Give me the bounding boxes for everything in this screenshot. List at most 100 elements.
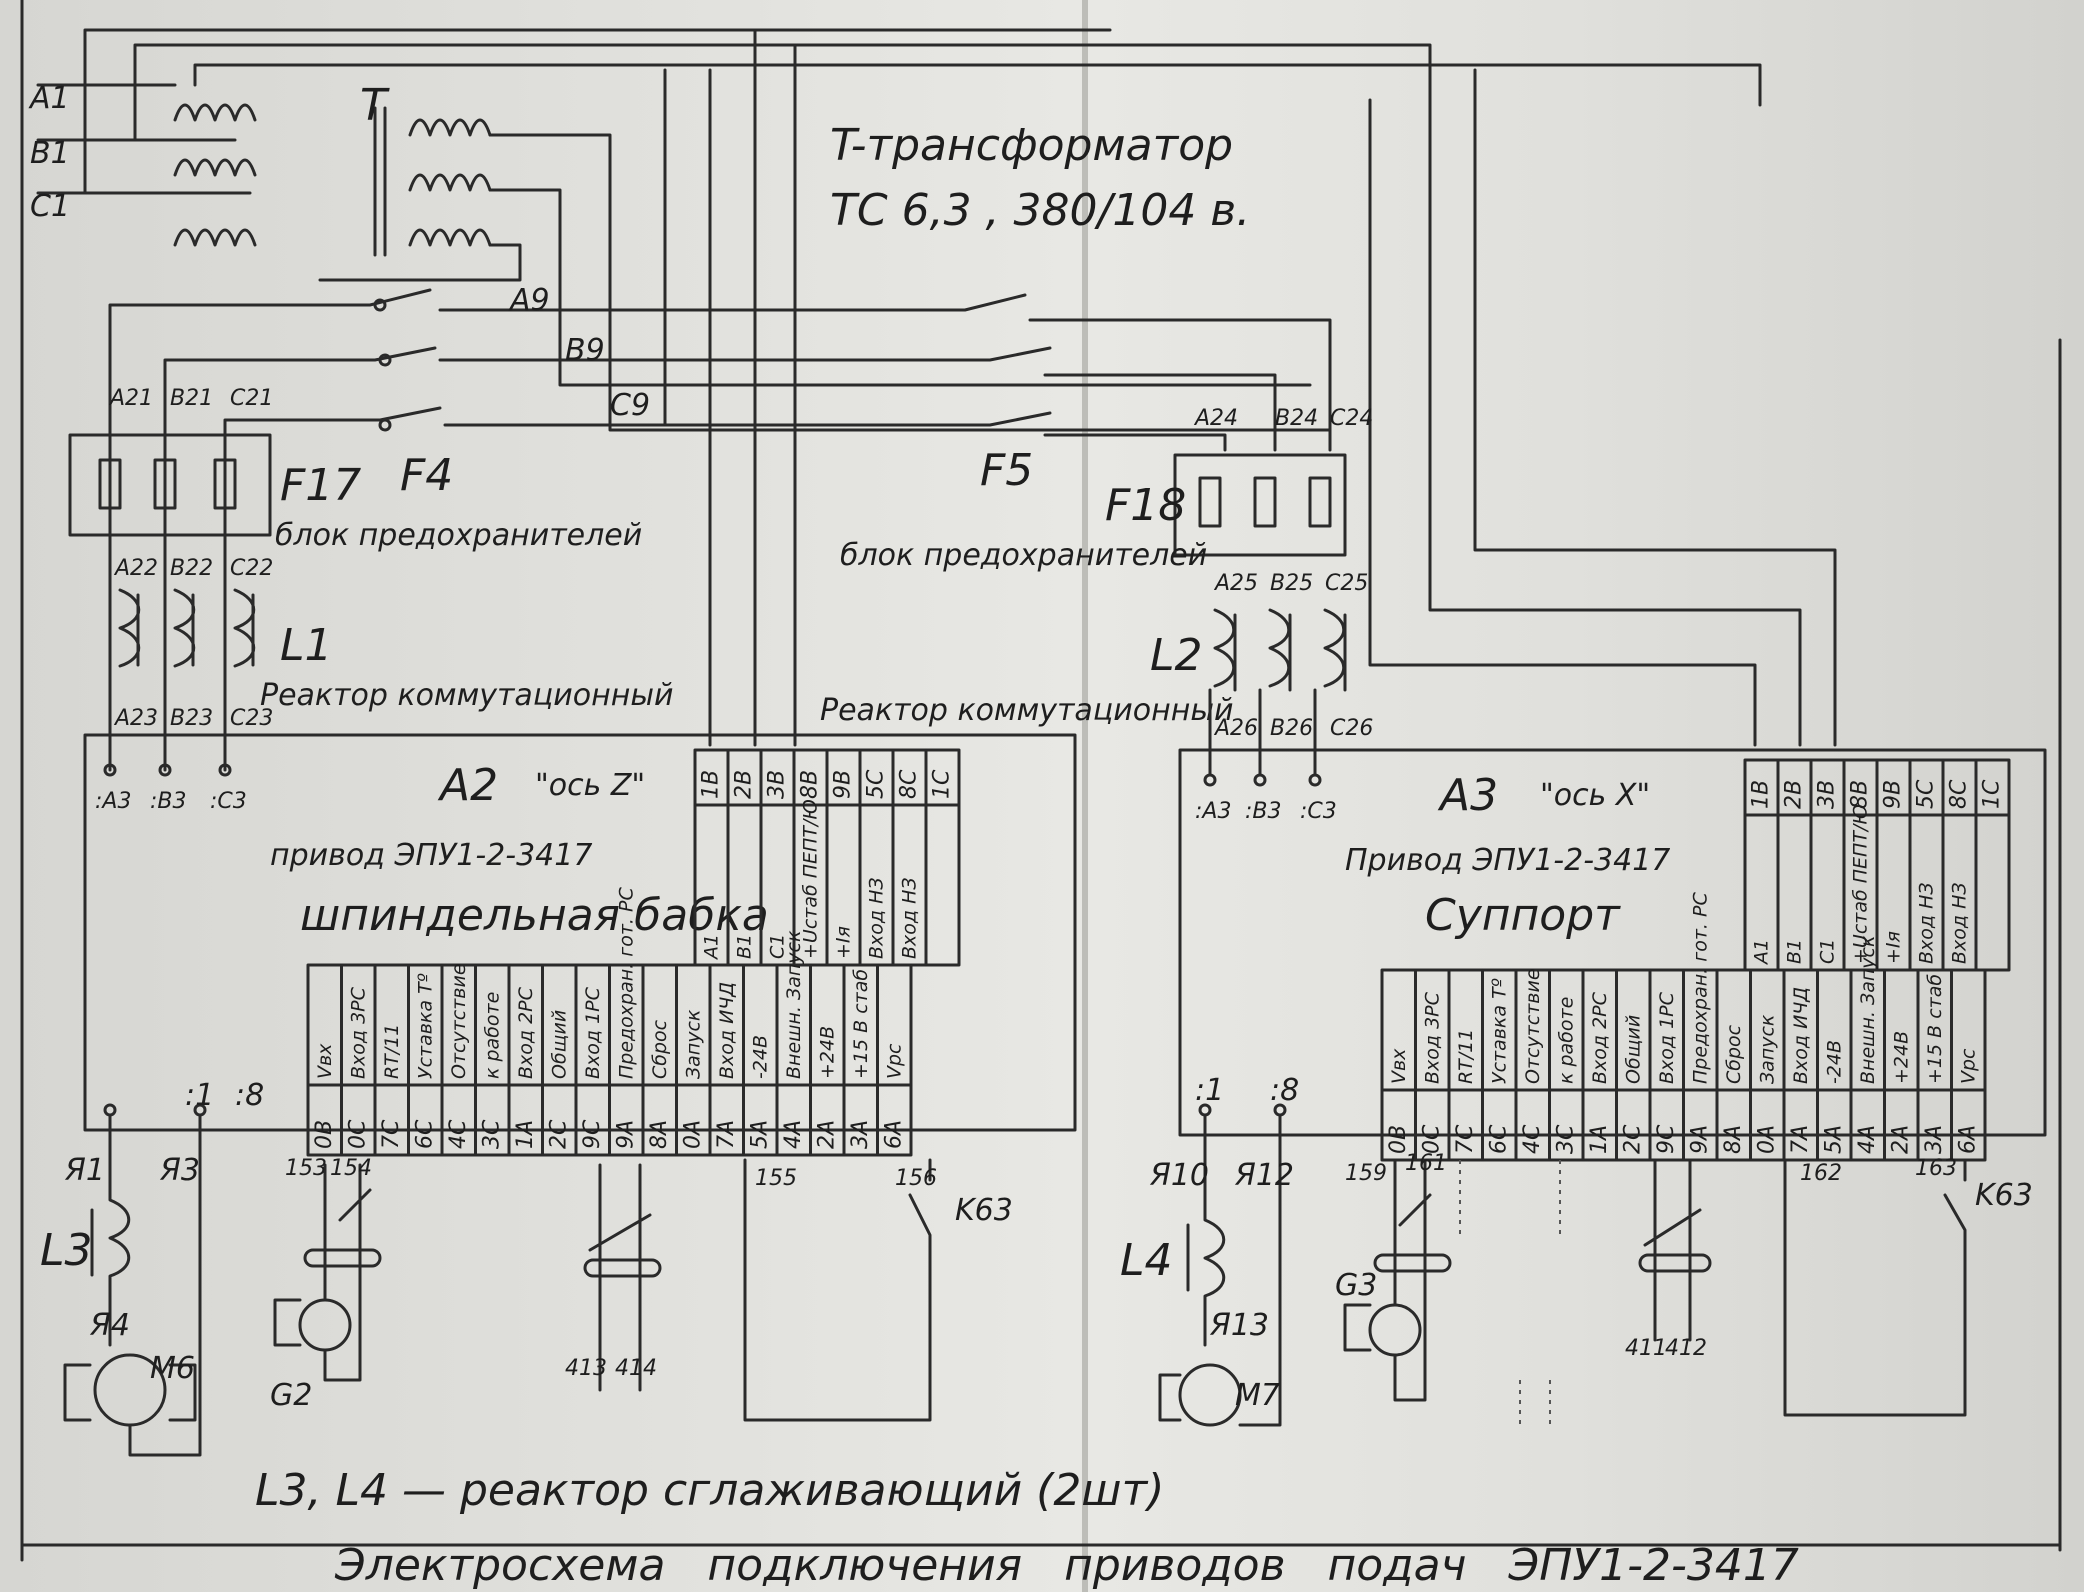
A3-bot-code-5: 3C bbox=[1553, 1124, 1578, 1154]
A2-bot-label-3: Уставка Тº bbox=[414, 973, 436, 1079]
A2-bot-code-11: 0A bbox=[680, 1120, 705, 1149]
A2-bot-code-16: 3A bbox=[848, 1120, 873, 1149]
A3-top-code-2: 3B bbox=[1814, 780, 1839, 809]
A3-bot-code-1: 0C bbox=[1419, 1124, 1444, 1154]
drive-A3-ref: A3 bbox=[1437, 770, 1498, 821]
reactor-L1-ref: L1 bbox=[280, 620, 333, 671]
wire-162: 162 bbox=[1800, 1161, 1842, 1186]
A3-bot-label-9: Предохран. гот. PC bbox=[1689, 892, 1711, 1084]
A3-bot-code-15: 2A bbox=[1888, 1125, 1913, 1154]
reactor-L2-label: Реактор коммутационный bbox=[820, 693, 1234, 728]
wire-C9: C9 bbox=[610, 388, 650, 423]
terminal-C3-right: :C3 bbox=[1300, 799, 1337, 824]
wire-155: 155 bbox=[755, 1166, 797, 1191]
A3-bot-label-7: Общий bbox=[1622, 1015, 1644, 1084]
A3-bot-code-6: 1A bbox=[1587, 1125, 1612, 1154]
A2-bot-code-0: 0B bbox=[312, 1120, 337, 1149]
phase-label-C1: C1 bbox=[30, 189, 70, 224]
wire-B23: B23 bbox=[170, 706, 213, 731]
fuse-block-F17 bbox=[68, 433, 272, 537]
A2-bot-label-1: Вход 3PC bbox=[347, 986, 369, 1079]
A2-bot-code-15: 2A bbox=[814, 1120, 839, 1149]
wire-A26: A26 bbox=[1213, 716, 1258, 741]
A3-bot-code-3: 6C bbox=[1486, 1124, 1511, 1154]
A2-bot-label-8: Вход 1PC bbox=[582, 986, 604, 1079]
A3-bot-code-7: 2C bbox=[1620, 1124, 1645, 1154]
fuse-block-F18-ref: F18 bbox=[1105, 480, 1186, 531]
A3-bot-code-10: 8A bbox=[1721, 1125, 1746, 1154]
wire-Ya13: Я13 bbox=[1209, 1308, 1269, 1343]
transformer-ref: T bbox=[360, 80, 390, 131]
A2-bot-code-14: 4A bbox=[781, 1120, 806, 1149]
A3-top-label-5: Вход НЗ bbox=[1915, 882, 1937, 964]
A3-bot-label-11: Запуск bbox=[1756, 1014, 1778, 1084]
wire-C22: C22 bbox=[230, 556, 273, 581]
motor-circuit-right bbox=[1158, 1103, 1967, 1430]
A2-bot-label-16: +15 В стаб bbox=[850, 969, 872, 1079]
reactor-L2 bbox=[1213, 608, 1347, 692]
A2-bot-label-7: Общий bbox=[548, 1010, 570, 1079]
A2-bot-label-11: Запуск bbox=[682, 1009, 704, 1079]
A3-bot-label-6: Вход 2PC bbox=[1589, 991, 1611, 1084]
wire-411: 411 bbox=[1625, 1336, 1667, 1361]
reactor-L2-ref: L2 bbox=[1150, 630, 1203, 681]
A3-bot-code-12: 7A bbox=[1788, 1125, 1813, 1154]
wire-B25: B25 bbox=[1270, 571, 1313, 596]
A3-top-label-4: +Iя bbox=[1882, 931, 1904, 964]
motor-term-8-left: :8 bbox=[235, 1078, 264, 1113]
wire-414: 414 bbox=[615, 1356, 657, 1381]
A2-bot-label-12: Вход ИЧД bbox=[716, 982, 738, 1079]
drive-A3-model: Привод ЭПУ1-2-3417 bbox=[1345, 843, 1670, 878]
wire-A22: A22 bbox=[113, 556, 158, 581]
drive-A3-box bbox=[1178, 748, 2047, 1137]
A2-top-code-7: 1C bbox=[929, 769, 954, 799]
wire-Ya10: Я10 bbox=[1149, 1158, 1209, 1193]
A3-bot-code-2: 7C bbox=[1453, 1124, 1478, 1154]
wire-C23: C23 bbox=[230, 706, 273, 731]
A2-top-label-3: +Uстаб ПЕПТ/Ю bbox=[799, 799, 821, 959]
drive-A2-power-terminals bbox=[103, 663, 232, 777]
A3-bot-label-4: Отсутствие bbox=[1522, 968, 1544, 1084]
A3-bot-code-17: 6A bbox=[1955, 1125, 1980, 1154]
A3-bot-label-17: Vрс bbox=[1957, 1048, 1979, 1084]
A3-bot-label-13: -24В bbox=[1823, 1040, 1845, 1084]
transformer-title: T-трансформатор bbox=[830, 120, 1233, 171]
terminal-B3-right: :B3 bbox=[1245, 799, 1282, 824]
A3-bot-label-14: Внешн. Запуск bbox=[1857, 935, 1879, 1084]
wire-B24: B24 bbox=[1275, 406, 1318, 431]
wire-A23: A23 bbox=[113, 706, 158, 731]
A3-bot-code-0: 0B bbox=[1386, 1125, 1411, 1154]
A2-top-code-6: 8C bbox=[896, 769, 921, 799]
drive-A2-name: шпиндельная бабка bbox=[300, 890, 769, 941]
A2-top-label-1: B1 bbox=[733, 934, 755, 959]
wire-B22: B22 bbox=[170, 556, 213, 581]
motor-term-1-right: :1 bbox=[1195, 1073, 1224, 1108]
A3-top-code-4: 9B bbox=[1880, 780, 1905, 809]
motor-M6: M6 bbox=[150, 1351, 195, 1386]
transformer-spec: ТС 6,3 , 380/104 в. bbox=[830, 185, 1250, 236]
A3-bot-label-15: +24В bbox=[1890, 1031, 1912, 1084]
A3-top-code-3: 8B bbox=[1847, 780, 1872, 809]
drive-A3-name: Суппорт bbox=[1425, 890, 1621, 941]
A2-bot-code-17: 6A bbox=[881, 1120, 906, 1149]
A3-bot-code-14: 4A bbox=[1855, 1125, 1880, 1154]
wire-C24: C24 bbox=[1330, 406, 1373, 431]
A3-bot-label-16: +15 В стаб bbox=[1924, 974, 1946, 1084]
A2-bot-code-12: 7A bbox=[714, 1120, 739, 1149]
wire-Ya3: Я3 bbox=[159, 1153, 200, 1188]
A3-top-code-5: 5C bbox=[1913, 779, 1938, 809]
drive-A3-axis: "ось X" bbox=[1540, 778, 1650, 813]
A2-bot-code-9: 9A bbox=[613, 1120, 638, 1149]
A3-top-label-2: C1 bbox=[1816, 939, 1838, 964]
smoothing-L4: L4 bbox=[1120, 1235, 1173, 1286]
supply-lines bbox=[708, 28, 1837, 747]
A3-top-label-1: B1 bbox=[1783, 939, 1805, 964]
motor-term-8-right: :8 bbox=[1270, 1073, 1299, 1108]
wire-413: 413 bbox=[565, 1356, 607, 1381]
wire-B26: B26 bbox=[1270, 716, 1313, 741]
wire-161: 161 bbox=[1405, 1151, 1447, 1176]
footer-title: Электросхема подключения приводов подач … bbox=[334, 1540, 1799, 1591]
A3-top-code-7: 1C bbox=[1979, 779, 2004, 809]
